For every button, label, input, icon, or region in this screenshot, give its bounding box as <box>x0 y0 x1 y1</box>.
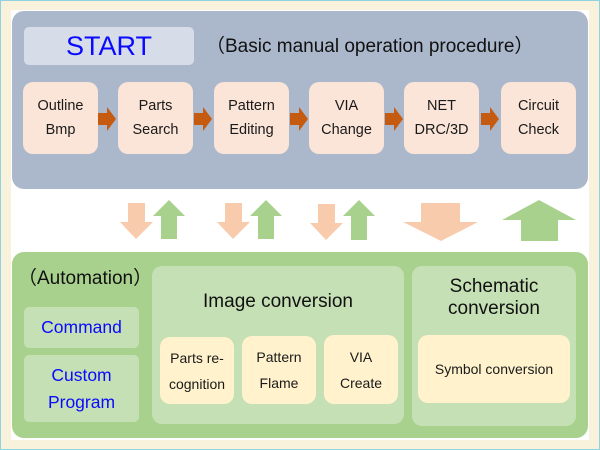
symbol-conversion-label: Symbol conversion <box>434 361 554 377</box>
step-label-line2: Editing <box>229 122 274 138</box>
conv-label-line1: Parts re- <box>170 349 224 366</box>
symbol-conversion-box: Symbol conversion <box>418 335 570 403</box>
up-arrow-icon <box>153 200 185 239</box>
step-pattern-editing: Pattern Editing <box>214 82 289 154</box>
right-arrow-icon <box>385 107 403 131</box>
command-box: Command <box>24 307 139 348</box>
via-create-box: VIA Create <box>324 335 398 404</box>
step-label-line1: Pattern <box>228 98 275 114</box>
step-label-line2: Search <box>132 122 179 138</box>
conv-label-line1: VIA <box>349 348 373 365</box>
up-arrow-icon <box>250 200 282 239</box>
pattern-flame-box: Pattern Flame <box>242 336 316 404</box>
custom-program-box: Custom Program <box>24 355 139 422</box>
custom-program-line2: Program <box>47 391 116 412</box>
schematic-title-line1: Schematic <box>449 276 539 297</box>
command-label: Command <box>41 317 122 337</box>
down-arrow-icon <box>403 203 478 241</box>
automation-title: （Automation） <box>18 268 153 289</box>
right-arrow-icon <box>194 107 212 131</box>
step-circuit-check: Circuit Check <box>501 82 576 154</box>
schematic-title-line2: conversion <box>448 298 540 319</box>
procedure-title: （Basic manual operation procedure） <box>206 36 534 57</box>
schematic-conversion-title: Schematic conversion <box>412 276 576 320</box>
up-arrow-icon <box>502 200 576 241</box>
up-arrow-icon <box>343 200 375 240</box>
right-arrow-icon <box>481 107 499 131</box>
conv-label-line1: Pattern <box>256 349 302 365</box>
step-label-line1: NET <box>427 98 456 114</box>
step-label-line1: Circuit <box>517 98 560 114</box>
parts-recognition-box: Parts re- cognition <box>160 337 234 404</box>
down-arrow-icon <box>310 204 343 240</box>
step-via-change: VIA Change <box>309 82 384 154</box>
conv-label-line2: Create <box>339 374 383 391</box>
down-arrow-icon <box>217 203 250 239</box>
step-label-line1: Parts <box>138 98 173 114</box>
step-label-line2: Bmp <box>45 122 76 138</box>
right-arrow-icon <box>290 107 308 131</box>
custom-program-line1: Custom <box>51 364 112 385</box>
right-arrow-icon <box>98 107 116 131</box>
step-label-line1: Outline <box>37 98 84 114</box>
step-net-drc-3d: NET DRC/3D <box>404 82 479 154</box>
image-conversion-title: Image conversion <box>203 291 353 312</box>
step-label-line1: VIA <box>334 98 359 114</box>
step-label-line2: Check <box>517 122 560 138</box>
conv-label-line2: cognition <box>168 375 226 392</box>
step-parts-search: Parts Search <box>118 82 193 154</box>
start-label: START <box>24 27 194 65</box>
step-label-line2: DRC/3D <box>414 122 469 138</box>
step-outline-bmp: Outline Bmp <box>23 82 98 154</box>
down-arrow-icon <box>120 203 153 239</box>
step-label-line2: Change <box>321 122 372 138</box>
conv-label-line2: Flame <box>259 375 299 391</box>
